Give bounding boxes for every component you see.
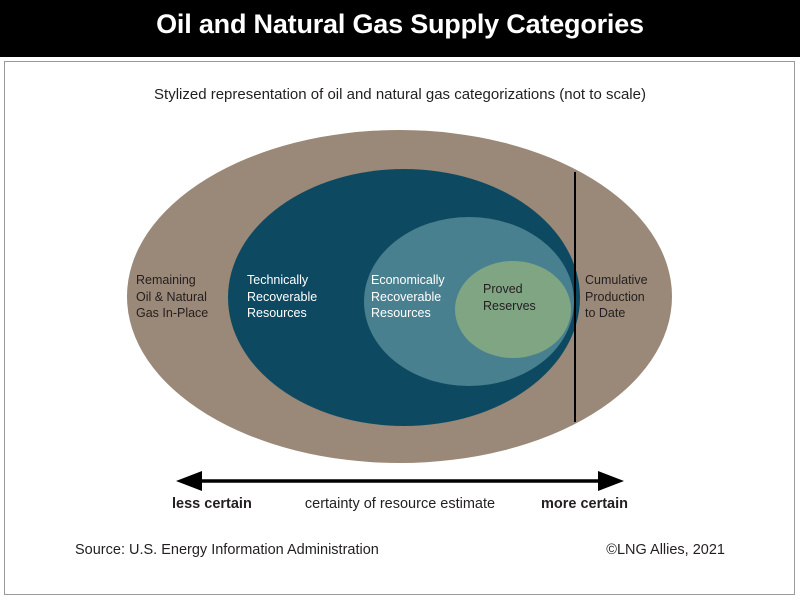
certainty-axis-center-label: certainty of resource estimate bbox=[304, 496, 496, 512]
label-proved-reserves: Proved Reserves bbox=[483, 282, 536, 313]
certainty-arrow bbox=[176, 470, 624, 492]
certainty-axis-left-label: less certain bbox=[172, 496, 252, 512]
label-remaining-oil-and-natural-gas-in-place: Remaining Oil & Natural Gas In-Place bbox=[136, 273, 209, 320]
label-economically-recoverable-resources: Economically Recoverable Resources bbox=[371, 273, 445, 320]
copyright-credit: ©LNG Allies, 2021 bbox=[606, 542, 725, 558]
page-title: Oil and Natural Gas Supply Categories bbox=[156, 9, 644, 39]
certainty-axis-right-label: more certain bbox=[540, 496, 628, 512]
header-band bbox=[0, 0, 800, 57]
label-technically-recoverable-resources: Technically Recoverable Resources bbox=[247, 273, 318, 320]
source-attribution: Source: U.S. Energy Information Administ… bbox=[75, 542, 379, 558]
certainty-axis-labels: certainty of resource estimate less cert… bbox=[160, 496, 640, 518]
diagram-subtitle: Stylized representation of oil and natur… bbox=[154, 86, 646, 103]
ellipse-proved-reserves bbox=[455, 261, 571, 358]
cumulative-production-divider-line bbox=[574, 172, 576, 422]
label-cumulative-production-to-date: Cumulative Production to Date bbox=[585, 273, 648, 320]
